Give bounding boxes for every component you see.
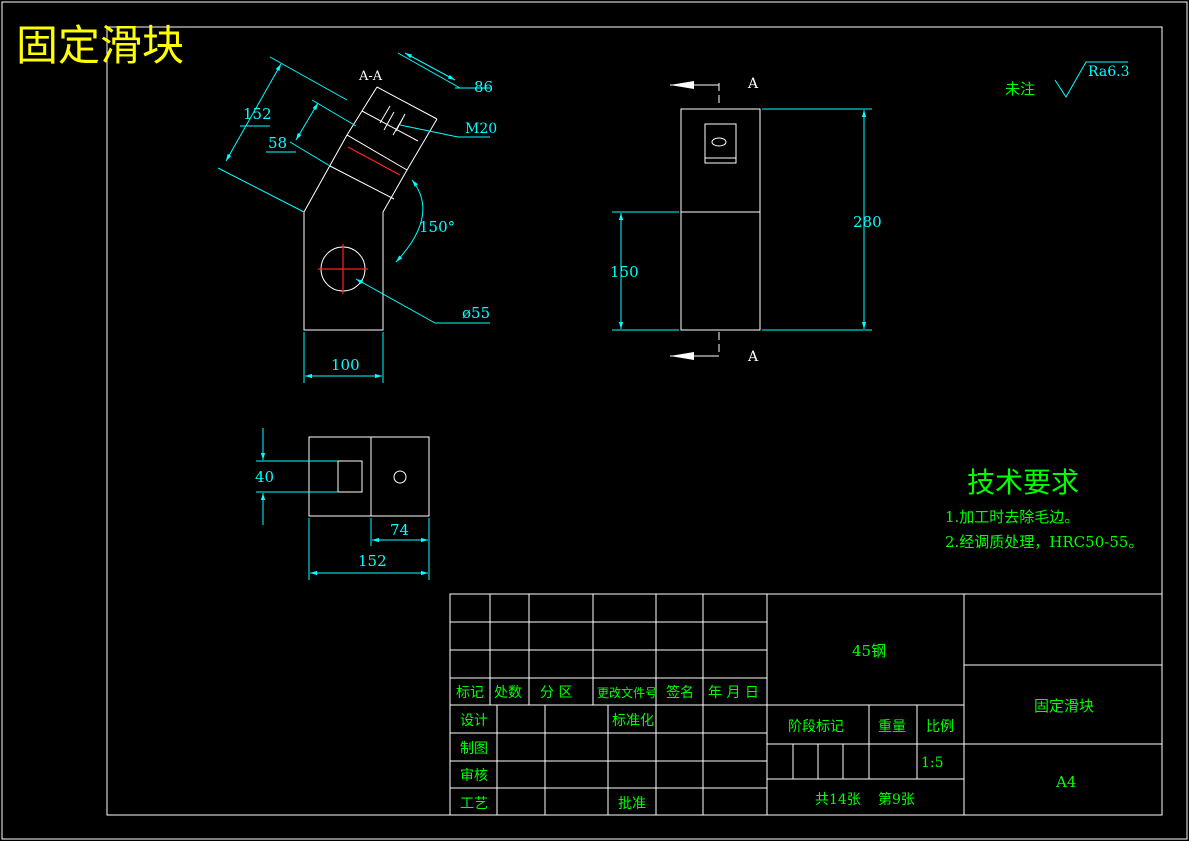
part-name: 固定滑块	[1034, 697, 1094, 715]
hdr-signature: 签名	[666, 684, 694, 701]
lbl-design: 设计	[460, 713, 488, 729]
section-view-aa: A-A 152 58 86 M20 150° ø55 100	[217, 52, 497, 383]
tech-heading: 技术要求	[967, 466, 1079, 499]
dim-100: 100	[331, 356, 360, 374]
view-marker-bottom: A	[747, 349, 759, 365]
dim-152-bottom: 152	[358, 552, 387, 570]
hdr-mark: 标记	[456, 685, 484, 701]
front-view: A A 280 150	[610, 76, 882, 365]
lbl-approve: 批准	[618, 796, 646, 812]
surface-note-prefix: 未注	[1005, 80, 1035, 98]
top-view: 40 74 152	[255, 428, 430, 580]
section-label: A-A	[358, 69, 383, 84]
dim-dia-55: ø55	[462, 304, 490, 322]
dim-angle-150: 150°	[419, 218, 455, 236]
hdr-date: 年 月 日	[708, 685, 759, 701]
dim-150: 150	[610, 263, 639, 281]
dim-74: 74	[390, 521, 409, 539]
lbl-process: 工艺	[460, 796, 488, 812]
roughness-value: Ra6.3	[1088, 64, 1129, 80]
hdr-zone: 分 区	[540, 685, 572, 701]
hdr-count: 处数	[494, 685, 522, 701]
lbl-standardize: 标准化	[612, 713, 654, 729]
scale-value: 1:5	[921, 755, 944, 771]
sheet-number: 第9张	[878, 791, 915, 808]
material: 45钢	[852, 642, 886, 660]
sheet-size: A4	[1055, 773, 1076, 791]
dim-280: 280	[853, 213, 882, 231]
dim-40: 40	[255, 468, 274, 486]
view-marker-top: A	[747, 76, 759, 92]
drawing-title: 固定滑块	[16, 21, 184, 70]
lbl-scale: 比例	[926, 719, 954, 735]
lbl-stage: 阶段标记	[788, 719, 844, 735]
tech-item-1: 1.加工时去除毛边。	[945, 508, 1079, 526]
hdr-change-doc: 更改文件号	[597, 685, 657, 700]
surface-note: 未注 Ra6.3	[1005, 61, 1129, 98]
lbl-weight: 重量	[878, 719, 906, 735]
dim-152-top: 152	[243, 105, 272, 123]
tech-requirements: 技术要求 1.加工时去除毛边。 2.经调质处理，HRC50-55。	[945, 466, 1143, 551]
lbl-review: 审核	[460, 768, 488, 784]
title-block: 标记 处数 分 区 更改文件号 签名 年 月 日 设计 标准化 制图 审核 工艺…	[449, 593, 1163, 816]
tech-item-2: 2.经调质处理，HRC50-55。	[945, 533, 1143, 551]
sheet-count: 共14张	[815, 792, 861, 808]
lbl-drawing: 制图	[460, 741, 488, 757]
dim-86: 86	[474, 78, 493, 96]
dim-58: 58	[268, 134, 287, 152]
dim-m20: M20	[465, 121, 497, 137]
